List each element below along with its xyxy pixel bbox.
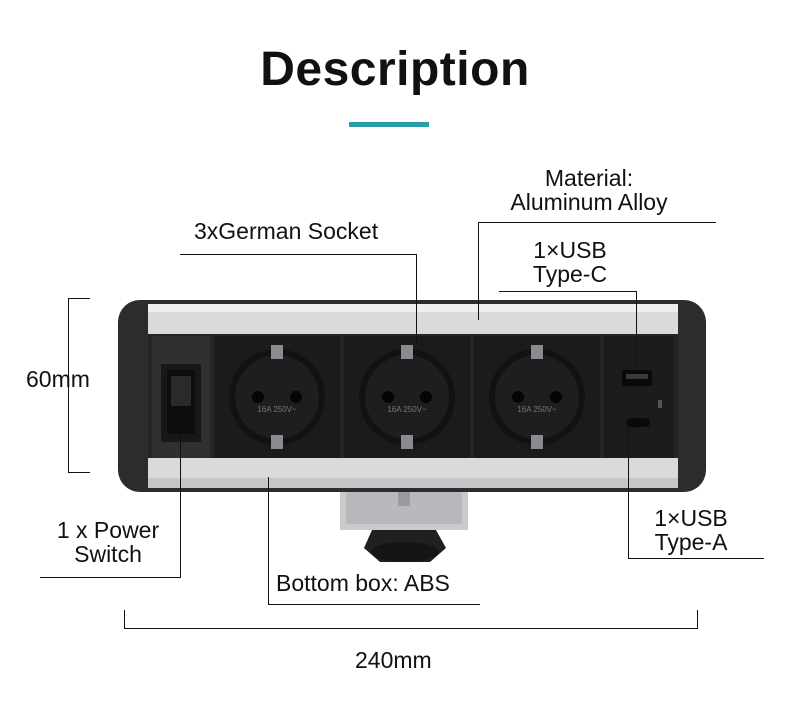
width-dimension-tick [697,610,698,629]
usb-c-label: 1×USB Type-C [515,238,625,286]
bottom-box-callout-line [268,604,480,605]
sockets-callout-line [180,254,416,255]
height-dimension-tick [68,298,90,299]
switch-label-line1: 1 x Power [56,517,160,543]
socket-rating: 16A 250V~ [387,405,427,414]
usb-c-callout-line [499,291,636,292]
usb-c-callout-line [636,291,637,367]
bottom-box-callout-line [268,477,269,605]
height-label: 60mm [26,366,90,392]
switch-callout-line [40,577,180,578]
usb-a-label-line2: Type-A [654,529,728,555]
bottom-box-label: Bottom box: ABS [276,570,450,596]
height-dimension-tick [68,472,90,473]
sockets-label: 3xGerman Socket [194,218,379,244]
usb-c-label-line2: Type-C [532,261,608,287]
usb-a-callout-line [628,418,629,558]
usb-module [604,336,674,458]
socket-rating: 16A 250V~ [257,405,297,414]
german-socket-icon: 16A 250V~ [474,336,600,458]
clamp-knob-icon [340,486,468,562]
usb-a-label: 1×USB Type-A [636,506,746,554]
width-dimension-line [124,628,698,629]
material-callout-line [478,222,479,320]
usb-c-label-line1: 1×USB [533,237,607,263]
switch-callout-line [180,418,181,578]
material-label: Material: Aluminum Alloy [496,166,682,214]
width-dimension-tick [124,610,125,629]
usb-a-callout-line [628,558,764,559]
width-label: 240mm [355,647,432,673]
material-label-line2: Aluminum Alloy [510,189,668,215]
usb-c-port-icon [626,418,650,427]
page-title: Description [260,43,530,96]
switch-label-line2: Switch [74,541,142,567]
sockets-callout-line [416,254,417,344]
height-dimension-line [68,298,69,473]
title-underline [349,122,429,127]
switch-label: 1 x Power Switch [34,518,182,566]
material-label-line1: Material: [544,165,634,191]
power-switch-icon [152,336,210,458]
german-socket-icon: 16A 250V~ [344,336,470,458]
socket-rating: 16A 250V~ [517,405,557,414]
material-callout-line [478,222,716,223]
german-socket-icon: 16A 250V~ [214,336,340,458]
usb-a-label-line1: 1×USB [654,505,728,531]
